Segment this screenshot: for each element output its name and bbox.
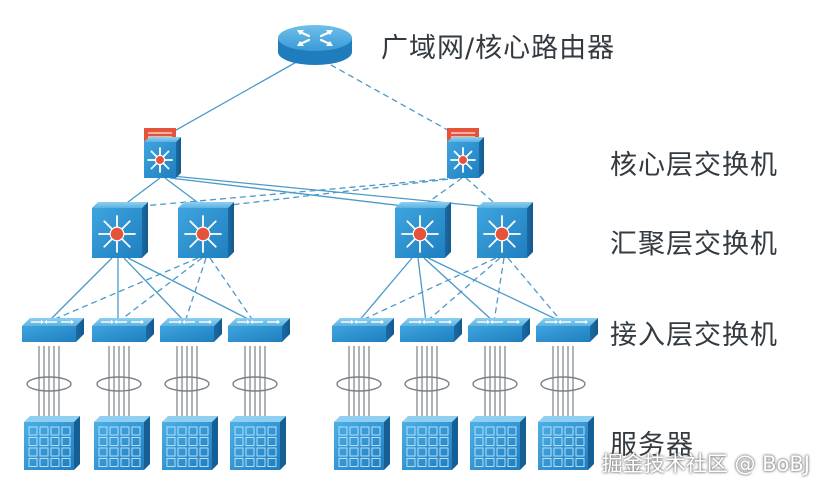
workgroup-switch-icon [468,318,530,342]
server-layer [24,416,594,470]
router-icon [278,25,352,65]
links-aggregation-to-access-left [47,257,255,323]
link-router-core-left [161,59,301,139]
access-layer [22,318,598,342]
watermark: 掘金技术社区 @ BoBJ [601,452,810,476]
workgroup-switch-icon [228,318,290,342]
core-switch-icon [144,128,181,178]
cable-bundle [26,346,72,418]
router-layer-label: 广域网/核心路由器 [381,33,616,64]
workgroup-switch-icon [400,318,462,342]
core-layer-label: 核心层交换机 [610,150,778,181]
aggregation-layer-label: 汇聚层交换机 [610,229,778,260]
core-layer [144,128,484,178]
server-rack-icon [334,416,390,470]
workgroup-switch-icon [536,318,598,342]
cable-bundle [232,346,278,418]
multilayer-switch-icon [395,202,451,258]
cable-bundle [164,346,210,418]
workgroup-switch-icon [332,318,394,342]
multilayer-switch-icon [92,202,148,258]
server-rack-icon [24,416,80,470]
aggregation-layer [92,202,533,258]
multilayer-switch-icon [477,202,533,258]
core-switch-icon [447,128,484,178]
cable-bundle [472,346,518,418]
links-aggregation-to-access-right [357,257,563,323]
server-rack-icon [162,416,218,470]
links-layer [47,59,563,323]
server-rack-icon [230,416,286,470]
server-rack-icon [402,416,458,470]
cable-bundle [404,346,450,418]
workgroup-switch-icon [22,318,84,342]
server-rack-icon [538,416,594,470]
workgroup-switch-icon [160,318,222,342]
access-layer-label: 接入层交换机 [610,320,778,351]
multilayer-switch-icon [178,202,234,258]
cable-bundles [26,346,586,418]
link-router-core-right [321,59,463,139]
server-layer-label: 服务器 [610,430,694,461]
cable-bundle [336,346,382,418]
workgroup-switch-icon [92,318,154,342]
server-rack-icon [94,416,150,470]
server-rack-icon [470,416,526,470]
cable-bundle [540,346,586,418]
cable-bundle [96,346,142,418]
